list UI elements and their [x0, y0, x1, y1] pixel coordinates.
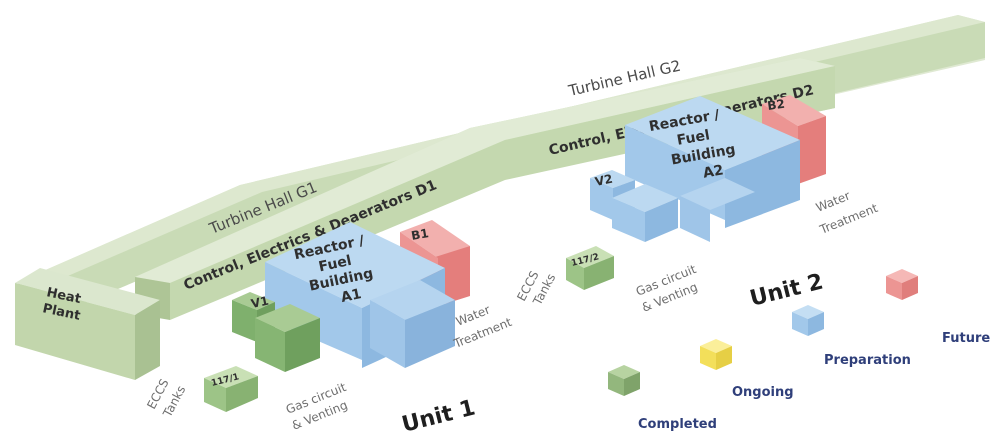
- legend-future-label: Future: [942, 331, 990, 346]
- reactor-a1-line2: Fuel: [317, 253, 353, 276]
- v1-label: V1: [250, 294, 270, 311]
- legend-completed-swatch: [608, 365, 640, 396]
- legend-preparation-swatch: [792, 305, 824, 336]
- unit-1-label: Unit 1: [399, 396, 477, 434]
- legend-ongoing-label: Ongoing: [732, 385, 794, 400]
- heat-plant-label-1: Heat: [45, 285, 82, 307]
- heat-plant-block: [15, 268, 160, 380]
- v1-block: [232, 292, 320, 372]
- legend-preparation-label: Preparation: [824, 353, 911, 368]
- legend-ongoing-swatch: [700, 339, 732, 370]
- unit-2-label: Unit 2: [747, 270, 825, 312]
- legend: Completed Ongoing Preparation Future: [608, 269, 990, 432]
- reactor-a2-block: [625, 96, 800, 242]
- legend-completed-label: Completed: [638, 417, 717, 432]
- water-treatment-2-line1: Water: [814, 188, 852, 214]
- b2-label: B2: [766, 97, 785, 113]
- v2-label: V2: [594, 172, 614, 189]
- reactor-a1-line4: A1: [339, 286, 362, 306]
- legend-future-swatch: [886, 269, 918, 300]
- reactor-a2-line2: Fuel: [676, 127, 711, 149]
- b1-label: B1: [410, 226, 430, 243]
- tank-117-2-block: [566, 246, 614, 290]
- reactor-a1-block: [265, 222, 455, 368]
- v2-block: [590, 170, 678, 242]
- reactor-a2-line4: A2: [702, 162, 725, 181]
- tank-117-1-block: [204, 366, 258, 412]
